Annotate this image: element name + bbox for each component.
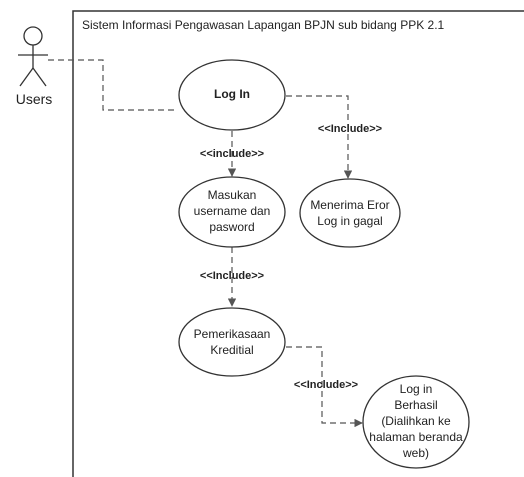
include-label-check-success: <<Include>> xyxy=(293,379,359,391)
include-label-login-input: <<include>> xyxy=(199,148,265,160)
usecase-login-label: Log In xyxy=(214,87,250,101)
usecase-login-error xyxy=(299,178,401,248)
system-title: Sistem Informasi Pengawasan Lapangan BPJ… xyxy=(82,18,445,32)
usecase-check-line-1: Pemerikasaan xyxy=(193,327,271,341)
include-edge-login-error xyxy=(286,95,353,179)
usecase-error-line-1: Menerima Eror xyxy=(310,198,390,212)
usecase-error-line-2: Log in gagal xyxy=(317,214,383,228)
usecase-credential-check xyxy=(178,307,286,377)
usecase-login xyxy=(178,59,286,131)
include-label-input-check: <<Include>> xyxy=(199,270,265,282)
usecase-success-line-2: Berhasil xyxy=(394,398,438,412)
usecase-check-line-2: Kreditial xyxy=(210,343,254,357)
usecase-success-line-5: web) xyxy=(402,446,429,460)
usecase-login-success xyxy=(362,375,470,469)
association-users-login xyxy=(48,59,178,111)
actor-users-icon xyxy=(18,26,48,87)
usecase-check-label: Pemerikasaan Kreditial xyxy=(177,326,287,358)
usecase-input-line-2: username dan xyxy=(193,204,271,218)
usecase-input-label: Masukan username dan pasword xyxy=(177,187,287,235)
usecase-error-label: Menerima Eror Log in gagal xyxy=(297,197,403,229)
usecase-success-label: Log in Berhasil (Dialihkan ke halaman be… xyxy=(361,381,471,461)
system-boundary xyxy=(72,10,524,477)
include-edge-check-success xyxy=(286,346,363,428)
usecase-success-line-3: (Dialihkan ke xyxy=(381,414,451,428)
actor-label: Users xyxy=(15,91,53,107)
usecase-success-line-1: Log in xyxy=(399,382,433,396)
usecase-input-credentials xyxy=(178,176,286,248)
usecase-input-line-1: Masukan xyxy=(207,188,257,202)
include-label-login-error: <<Include>> xyxy=(317,123,383,135)
usecase-input-line-3: pasword xyxy=(209,220,255,234)
usecase-success-line-4: halaman beranda xyxy=(369,430,463,444)
